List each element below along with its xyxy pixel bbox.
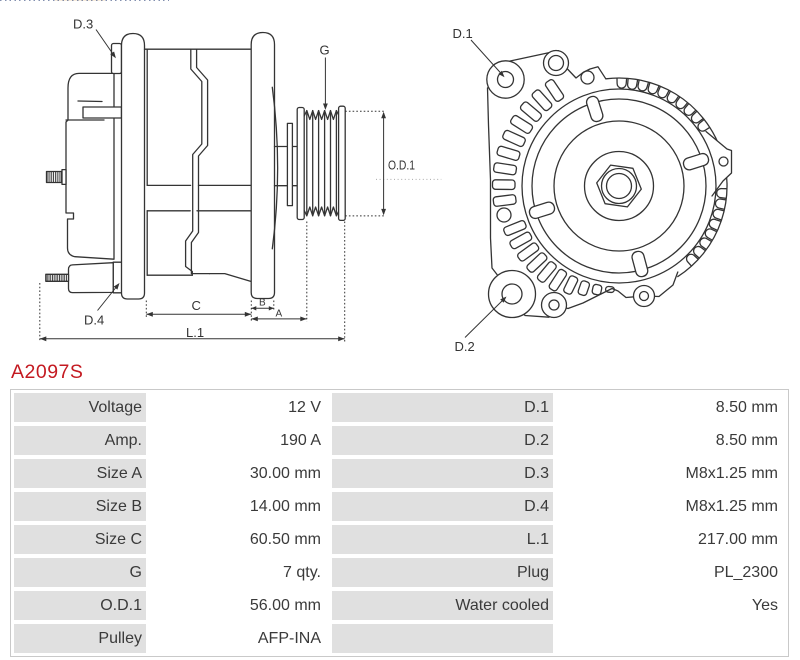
svg-text:L.1: L.1 <box>186 325 204 340</box>
svg-text:B: B <box>259 298 266 309</box>
svg-text:C: C <box>192 298 201 313</box>
svg-text:D.3: D.3 <box>73 17 93 32</box>
svg-text:A: A <box>276 309 283 320</box>
svg-text:D.4: D.4 <box>84 313 104 328</box>
svg-text:D.2: D.2 <box>455 339 475 354</box>
svg-text:O.D.1: O.D.1 <box>388 158 415 173</box>
svg-text:G: G <box>320 43 330 58</box>
svg-text:D.1: D.1 <box>453 26 473 41</box>
